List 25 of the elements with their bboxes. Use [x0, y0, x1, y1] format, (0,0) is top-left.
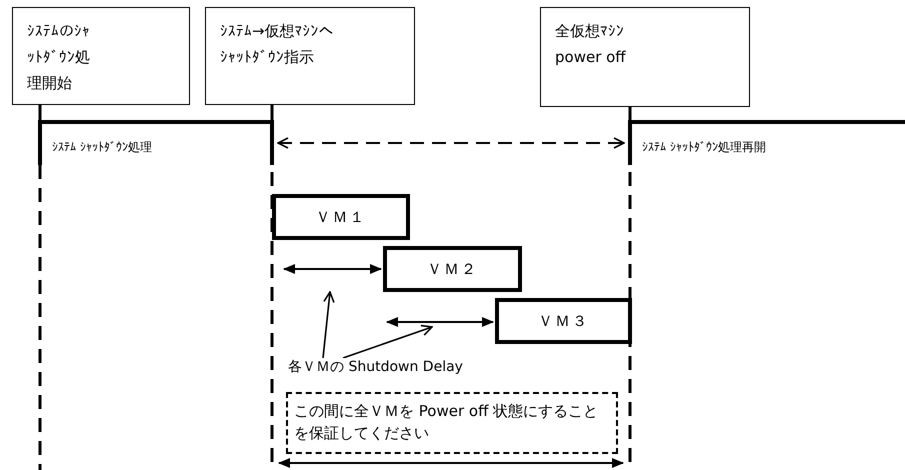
process-bar — [628, 120, 905, 165]
box-text: ｼｽﾃﾑ→仮想ﾏｼﾝへｼｬｯﾄﾀﾞｳﾝ指示 — [220, 21, 335, 68]
connector-line — [270, 105, 274, 120]
box-text: 全仮想ﾏｼﾝ power off — [555, 21, 627, 68]
process-box — [540, 7, 750, 107]
note-box — [286, 392, 618, 454]
vm-label: ＶＭ１ — [316, 208, 366, 226]
vm-label: ＶＭ２ — [427, 260, 478, 278]
connector-line — [628, 107, 632, 120]
vm-bar — [383, 246, 522, 292]
note-text: この間に全ＶＭを Power off 状態にすることを保証してください — [294, 401, 600, 444]
annotation-text: 各ＶＭの Shutdown Delay — [288, 358, 463, 376]
process-bar — [38, 120, 274, 165]
leader-line — [342, 324, 433, 359]
leader-line — [322, 291, 335, 358]
box-text: ｼｽﾃﾑのｼｬｯﾄﾀﾞｳﾝ処理開始 — [27, 21, 91, 94]
arrow — [277, 137, 625, 149]
vm-bar — [272, 194, 410, 240]
process-box — [12, 7, 190, 105]
connector-line — [38, 105, 42, 120]
vm-label: ＶＭ３ — [538, 312, 589, 330]
vm-bar — [495, 298, 632, 344]
process-box — [205, 7, 415, 105]
bar-label: ｼｽﾃﾑ ｼｬｯﾄﾀﾞｳﾝ処理 — [52, 139, 152, 156]
bar-label: ｼｽﾃﾑ ｼｬｯﾄﾀﾞｳﾝ処理再開 — [642, 139, 766, 156]
